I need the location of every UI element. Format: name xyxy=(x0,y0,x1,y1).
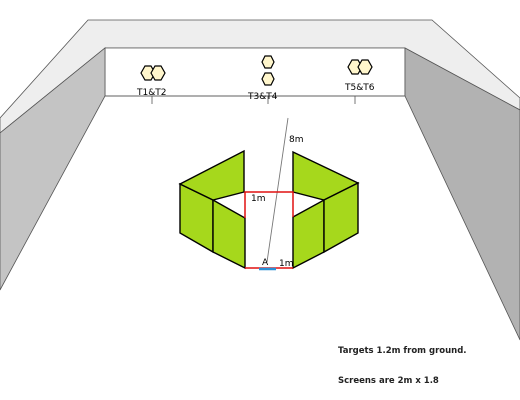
target-hexagon xyxy=(261,72,275,86)
note-target-height: Targets 1.2m from ground. xyxy=(338,346,467,356)
target-t3-t4 xyxy=(261,55,275,104)
screen-panel-left-rear xyxy=(178,149,245,201)
distance-line xyxy=(266,117,289,263)
screen-left-side xyxy=(178,149,246,270)
gap-top-label: 1m xyxy=(251,194,266,204)
target-hexagon xyxy=(357,59,373,75)
room-wall-right xyxy=(404,47,520,341)
target-label-t1-t2: T1&T2 xyxy=(136,88,166,98)
distance-label: 8m xyxy=(289,135,304,145)
shooting-area-outline xyxy=(244,191,294,218)
position-label: A xyxy=(262,258,269,268)
room-walls xyxy=(0,19,520,341)
screen-panel-right-front xyxy=(323,181,359,254)
screen-panel-left-back xyxy=(212,198,246,270)
target-hexagon xyxy=(261,55,275,69)
target-hexagon xyxy=(150,65,166,81)
target-t1-t2 xyxy=(140,65,166,104)
target-t5-t6 xyxy=(347,59,373,104)
gap-bottom-label: 1m xyxy=(279,259,294,269)
screen-right-side xyxy=(292,150,360,270)
target-label-t5-t6: T5&T6 xyxy=(344,83,375,93)
note-screen-size: Screens are 2m x 1.8 xyxy=(338,376,439,386)
target-label-t3-t4: T3&T4 xyxy=(247,92,278,102)
screen-panel-right-back xyxy=(292,198,325,270)
